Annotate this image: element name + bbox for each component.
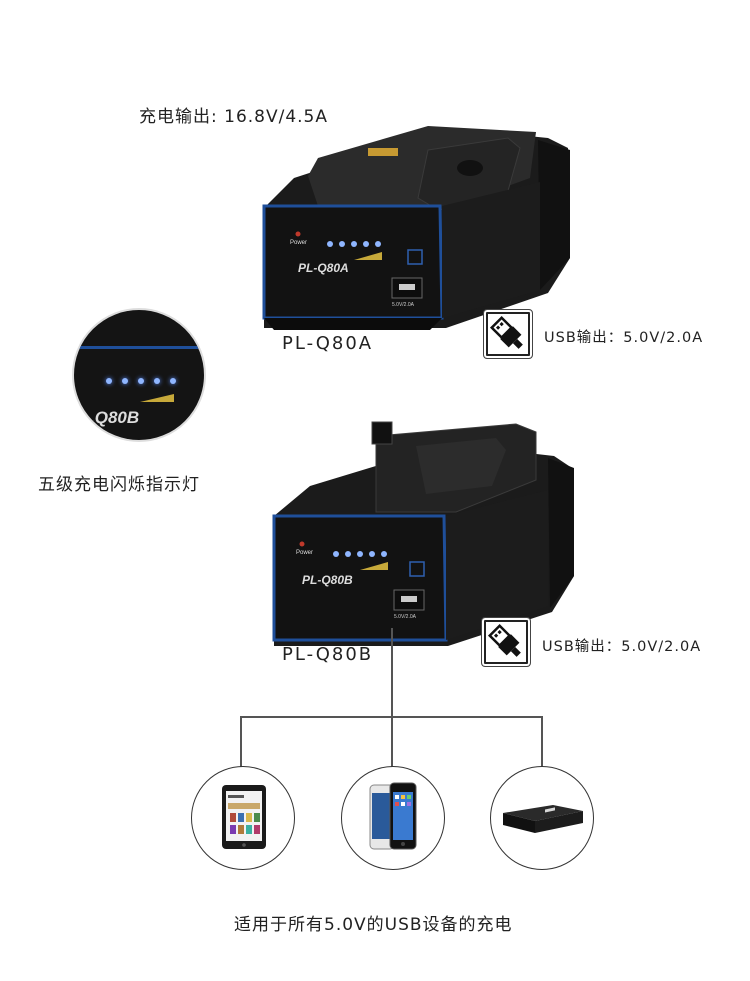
power-text: Power xyxy=(290,240,307,246)
charge-output-label: 充电输出: 16.8V/4.5A xyxy=(139,107,329,127)
bottom-caption: 适用于所有5.0V的USB设备的充电 xyxy=(234,915,513,935)
indicator-caption: 五级充电闪烁指示灯 xyxy=(38,475,200,495)
tablet-icon xyxy=(191,766,295,870)
led-4 xyxy=(154,378,160,384)
led-5 xyxy=(170,378,176,384)
model-a-label: PL-Q80A xyxy=(282,333,374,354)
power-text-b: Power xyxy=(296,550,313,556)
smartphone-icon xyxy=(341,766,445,870)
usb-port-label-b: 5.0V/2.0A xyxy=(394,614,417,620)
cable-vertical xyxy=(391,628,393,718)
cable-drop-left xyxy=(240,716,242,768)
cable-drop-right xyxy=(541,716,543,768)
device-name-b: PL-Q80B xyxy=(302,573,353,587)
usb-plug-icon xyxy=(483,309,533,359)
usb-output-label-a: USB输出：5.0V/2.0A xyxy=(544,330,704,346)
cable-drop-center xyxy=(391,716,393,768)
indicator-zoom-text: .Q80B xyxy=(90,408,140,427)
usb-port-label-a: 5.0V/2.0A xyxy=(392,302,415,308)
led-1 xyxy=(106,378,112,384)
usb-output-label-b: USB输出：5.0V/2.0A xyxy=(542,639,702,655)
charger-b-image: Power PL-Q80B 5.0V/2.0A xyxy=(272,421,574,646)
led-3 xyxy=(138,378,144,384)
model-b-label: PL-Q80B xyxy=(282,644,374,665)
usb-plug-icon-b xyxy=(481,617,531,667)
set-top-box-icon xyxy=(490,766,594,870)
device-name-a: PL-Q80A xyxy=(298,261,349,275)
charger-a-image: Power PL-Q80A 5.0V/2.0A xyxy=(262,126,570,330)
led-2 xyxy=(122,378,128,384)
indicator-zoom-image: .Q80B xyxy=(72,308,206,442)
